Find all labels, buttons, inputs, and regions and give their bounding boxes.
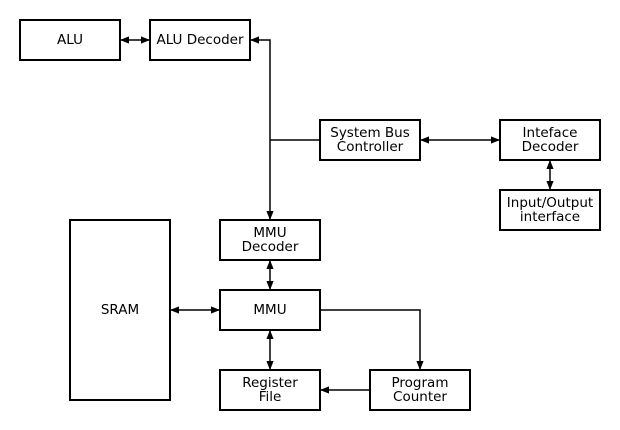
program-counter-block: Program Counter xyxy=(369,369,471,411)
edge-alu-decoder-mmu-decoder xyxy=(250,36,274,220)
mmu-block: MMU xyxy=(219,289,321,331)
interface-decoder-block: Inteface Decoder xyxy=(499,119,601,161)
sram-block: SRAM xyxy=(69,219,171,401)
system-bus-controller-block: System Bus Controller xyxy=(319,119,421,161)
alu-decoder-block: ALU Decoder xyxy=(149,19,251,61)
io-interface-block: Input/Output interface xyxy=(499,189,601,231)
edge-mmu-program-counter xyxy=(320,309,424,370)
mmu-decoder-block: MMU Decoder xyxy=(219,219,321,261)
alu-block: ALU xyxy=(19,19,121,61)
register-file-block: Register File xyxy=(219,369,321,411)
